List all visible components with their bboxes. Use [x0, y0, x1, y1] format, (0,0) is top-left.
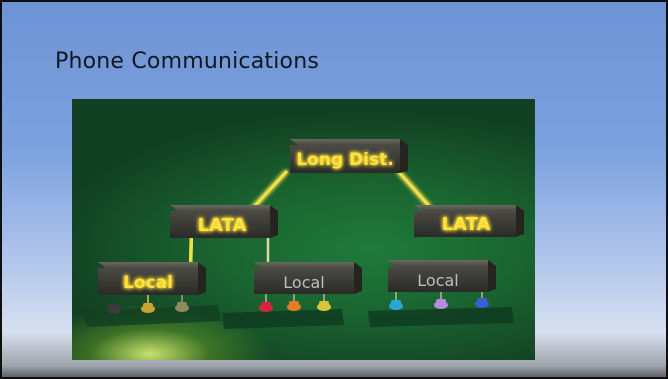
- link-longdist-lata-right: [396, 170, 432, 208]
- long-dist-node: Long Dist.: [290, 139, 408, 173]
- phone-icon: [434, 299, 448, 309]
- local-2-label: Local: [283, 273, 324, 292]
- local-1-label: Local: [123, 273, 173, 293]
- phone-icon: [317, 301, 331, 311]
- lata-left-node: LATA: [170, 205, 278, 238]
- link-longdist-lata-left: [250, 169, 289, 211]
- phones: [107, 298, 489, 314]
- long-dist-label: Long Dist.: [296, 150, 393, 170]
- network-diagram: Long Dist. LATA LATA Local: [72, 99, 535, 360]
- phone-icon: [389, 300, 403, 310]
- phone-icon: [259, 302, 273, 312]
- local-node-3: Local: [388, 260, 496, 292]
- local-3-label: Local: [417, 271, 458, 290]
- phone-icon: [287, 301, 301, 311]
- lata-left-label: LATA: [198, 215, 247, 236]
- lata-right-label: LATA: [442, 214, 491, 235]
- phone-icon: [175, 302, 189, 312]
- local-node-2: Local: [254, 262, 362, 294]
- hierarchy-svg: Long Dist. LATA LATA Local: [82, 139, 524, 329]
- slide-title: Phone Communications: [55, 49, 320, 74]
- local-node-1: Local: [98, 262, 206, 295]
- connectors: [113, 169, 483, 305]
- phone-icon: [475, 298, 489, 308]
- lata-right-node: LATA: [414, 205, 524, 237]
- phone-icon: [107, 304, 121, 314]
- phone-icon: [141, 303, 155, 313]
- link-lata-left-local-1: [188, 235, 194, 265]
